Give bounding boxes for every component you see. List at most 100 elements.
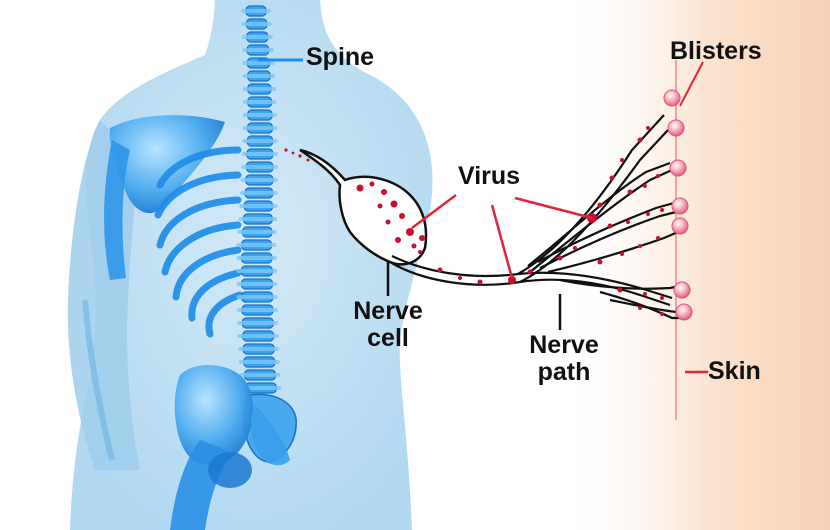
virus-particle bbox=[306, 158, 310, 162]
virus-particle bbox=[643, 292, 647, 296]
shoulder-bone bbox=[109, 115, 225, 214]
virus-particle bbox=[660, 208, 664, 212]
nerve-path-lines bbox=[389, 114, 681, 320]
vertebra-process bbox=[242, 113, 278, 117]
virus-particle bbox=[381, 189, 387, 195]
vertebra-process bbox=[238, 360, 280, 364]
virus-particle bbox=[660, 296, 664, 300]
vertebra-process bbox=[236, 243, 277, 247]
virus-particle bbox=[369, 181, 375, 187]
vertebra-process bbox=[242, 126, 278, 130]
virus-particle bbox=[617, 287, 623, 293]
vertebra-process bbox=[241, 22, 272, 26]
vertebra-process bbox=[242, 100, 277, 104]
vertebra-process bbox=[242, 139, 278, 143]
vertebra-process bbox=[239, 373, 281, 377]
blister-icon bbox=[669, 159, 687, 177]
nerve-cell-icon bbox=[299, 148, 428, 266]
label-spine: Spine bbox=[306, 43, 375, 71]
virus-particle bbox=[656, 236, 660, 240]
label-nerve-path: Nerve path bbox=[518, 332, 610, 386]
virus-particle bbox=[660, 312, 664, 316]
virus-particle bbox=[385, 219, 391, 225]
virus-particle bbox=[609, 175, 615, 181]
virus-particle bbox=[298, 154, 302, 158]
vertebra-process bbox=[236, 295, 278, 299]
blister-icon bbox=[675, 303, 693, 321]
vertebra-process bbox=[237, 321, 279, 325]
leader-lines bbox=[258, 58, 708, 374]
virus-particle bbox=[291, 151, 295, 155]
virus-particle bbox=[356, 184, 364, 192]
virus-particles bbox=[284, 126, 664, 316]
virus-particle bbox=[437, 267, 443, 273]
arm-shading bbox=[82, 299, 115, 461]
vertebra-process bbox=[237, 334, 279, 338]
blister-icon bbox=[671, 197, 689, 215]
virus-particle bbox=[573, 246, 577, 250]
vertebra-process bbox=[236, 269, 278, 273]
blister-icon bbox=[671, 217, 689, 235]
virus-particle bbox=[620, 252, 624, 256]
virus-particle bbox=[411, 243, 417, 249]
vertebra-process bbox=[240, 191, 278, 195]
vertebra-process bbox=[237, 230, 277, 234]
label-nerve-cell-line2: cell bbox=[367, 324, 409, 352]
vertebra-process bbox=[241, 35, 273, 39]
virus-particle bbox=[607, 223, 613, 229]
label-virus: Virus bbox=[458, 162, 521, 190]
label-nerve-path-line2: path bbox=[537, 358, 591, 386]
vertebra-process bbox=[236, 308, 278, 312]
virus-particle bbox=[627, 189, 633, 195]
virus-particle bbox=[643, 184, 647, 188]
vertebra-process bbox=[242, 48, 274, 52]
virus-particle bbox=[458, 276, 462, 280]
virus-particle bbox=[646, 126, 650, 130]
virus-particle bbox=[399, 213, 405, 219]
virus-particle bbox=[377, 203, 383, 209]
label-nerve-cell: Nerve cell bbox=[342, 298, 434, 352]
virus-particle bbox=[284, 148, 288, 152]
blister-icon bbox=[663, 89, 681, 107]
virus-particle bbox=[395, 237, 401, 243]
virus-particle bbox=[620, 158, 624, 162]
vertebra-process bbox=[241, 165, 278, 169]
skin-region bbox=[560, 0, 830, 530]
virus-particle bbox=[419, 235, 425, 241]
vertebra-process bbox=[238, 217, 278, 221]
label-nerve-path-line1: Nerve bbox=[529, 331, 599, 359]
vertebra-process bbox=[239, 204, 278, 208]
blister-group bbox=[663, 89, 693, 321]
label-skin: Skin bbox=[708, 357, 761, 385]
spine-icon bbox=[236, 5, 297, 463]
virus-particle bbox=[527, 269, 533, 275]
virus-particle bbox=[508, 276, 516, 284]
label-nerve-cell-line1: Nerve bbox=[353, 297, 423, 325]
ribcage-icon bbox=[154, 146, 244, 338]
virus-particle bbox=[597, 202, 603, 208]
virus-particle bbox=[646, 212, 650, 216]
vertebra-process bbox=[242, 61, 275, 65]
virus-particle bbox=[626, 220, 630, 224]
vertebra-process bbox=[242, 87, 277, 91]
virus-particle bbox=[406, 228, 414, 236]
vertebra-process bbox=[240, 178, 278, 182]
virus-particle bbox=[656, 174, 660, 178]
virus-particle bbox=[637, 137, 643, 143]
vertebra-process bbox=[241, 9, 271, 13]
vertebra-process bbox=[236, 256, 277, 260]
virus-particle bbox=[638, 244, 642, 248]
virus-particle bbox=[557, 255, 563, 261]
humerus-bone bbox=[104, 140, 130, 280]
virus-particle bbox=[597, 259, 603, 265]
virus-particle bbox=[477, 279, 483, 285]
virus-particle bbox=[390, 200, 398, 208]
vertebra-process bbox=[241, 152, 278, 156]
virus-particle bbox=[418, 250, 422, 254]
virus-particle bbox=[638, 306, 642, 310]
pelvis-icon bbox=[170, 364, 290, 530]
vertebra-process bbox=[236, 282, 278, 286]
vertebra-process bbox=[240, 386, 282, 390]
